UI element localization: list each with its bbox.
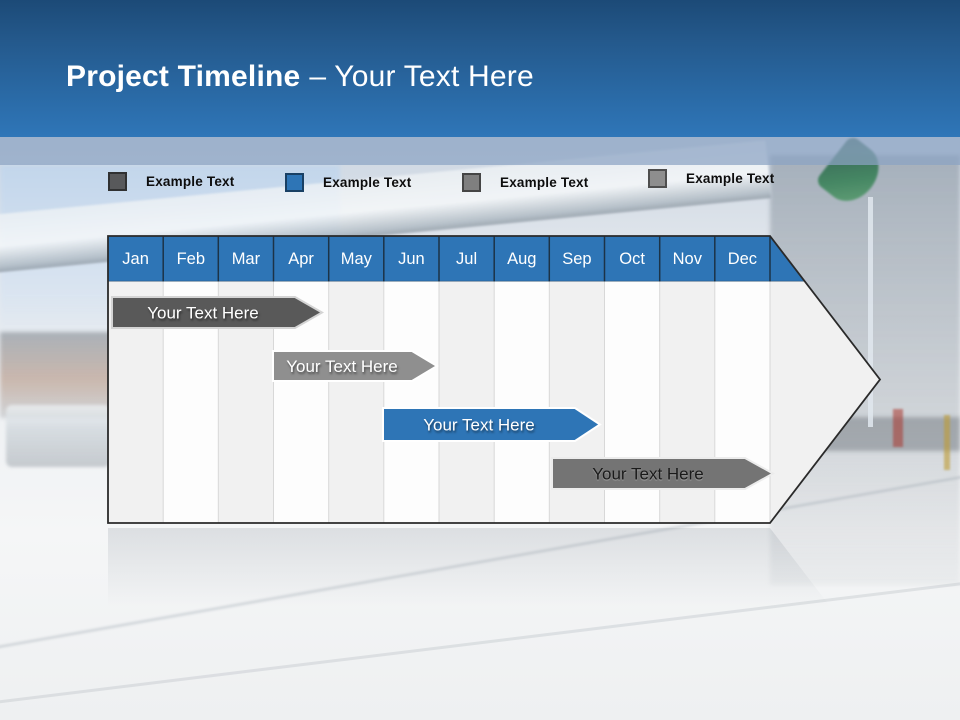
legend-label-2: Example Text — [323, 174, 412, 190]
month-label: Jan — [122, 250, 149, 268]
month-label: Apr — [288, 250, 314, 268]
timeline-bar-2 — [272, 350, 439, 382]
timeline-bars: Your Text Here Your Text Here Your Text … — [111, 296, 776, 490]
timeline-bar-1-label: Your Text Here — [147, 304, 259, 323]
title-placeholder: – Your Text Here — [309, 60, 534, 93]
legend-swatch-3 — [462, 172, 481, 192]
month-label: Aug — [507, 250, 536, 268]
month-label: Nov — [673, 250, 703, 268]
timeline-bar-3-label: Your Text Here — [423, 416, 535, 435]
photo-containers — [0, 332, 118, 418]
arrow-reflection — [108, 528, 880, 720]
timeline-bar-3 — [382, 407, 602, 442]
timeline-bar-1 — [111, 296, 325, 329]
header-sub-band — [0, 137, 960, 165]
month-label: May — [341, 250, 373, 268]
month-label: Feb — [177, 250, 205, 268]
month-labels: Jan Feb Mar Apr May Jun Jul Aug Sep Oct … — [122, 250, 757, 268]
month-label: Mar — [232, 250, 261, 268]
month-label: Sep — [562, 250, 591, 268]
legend-swatch-1 — [108, 171, 127, 191]
photo-yellow-post — [944, 415, 950, 470]
month-header-separators — [162, 236, 771, 282]
legend-label-4: Example Text — [686, 170, 775, 186]
legend-item-4: Example Text — [648, 167, 774, 189]
timeline-bar-4-label: Your Text Here — [592, 465, 704, 484]
month-header-band — [108, 236, 805, 282]
month-label: Oct — [619, 250, 645, 268]
legend-label-3: Example Text — [500, 174, 589, 190]
legend-label-1: Example Text — [146, 173, 235, 189]
timeline-bar-4 — [551, 457, 776, 490]
legend-swatch-4 — [648, 168, 667, 188]
legend-swatch-2 — [285, 172, 304, 192]
timeline-bar-2-label: Your Text Here — [286, 357, 398, 376]
legend-item-3: Example Text — [462, 171, 588, 193]
photo-bus — [6, 405, 110, 467]
page-title: Project Timeline– Your Text Here — [66, 60, 534, 94]
title-band: Project Timeline– Your Text Here — [0, 0, 960, 137]
legend-item-2: Example Text — [285, 171, 411, 193]
timeline-arrow-outline — [107, 235, 882, 524]
month-label: Dec — [728, 250, 757, 268]
month-label: Jun — [398, 250, 425, 268]
legend-item-1: Example Text — [108, 170, 234, 192]
month-label: Jul — [456, 250, 477, 268]
photo-red-object — [893, 409, 903, 447]
photo-pole — [868, 197, 873, 427]
title-main: Project Timeline — [66, 60, 301, 93]
